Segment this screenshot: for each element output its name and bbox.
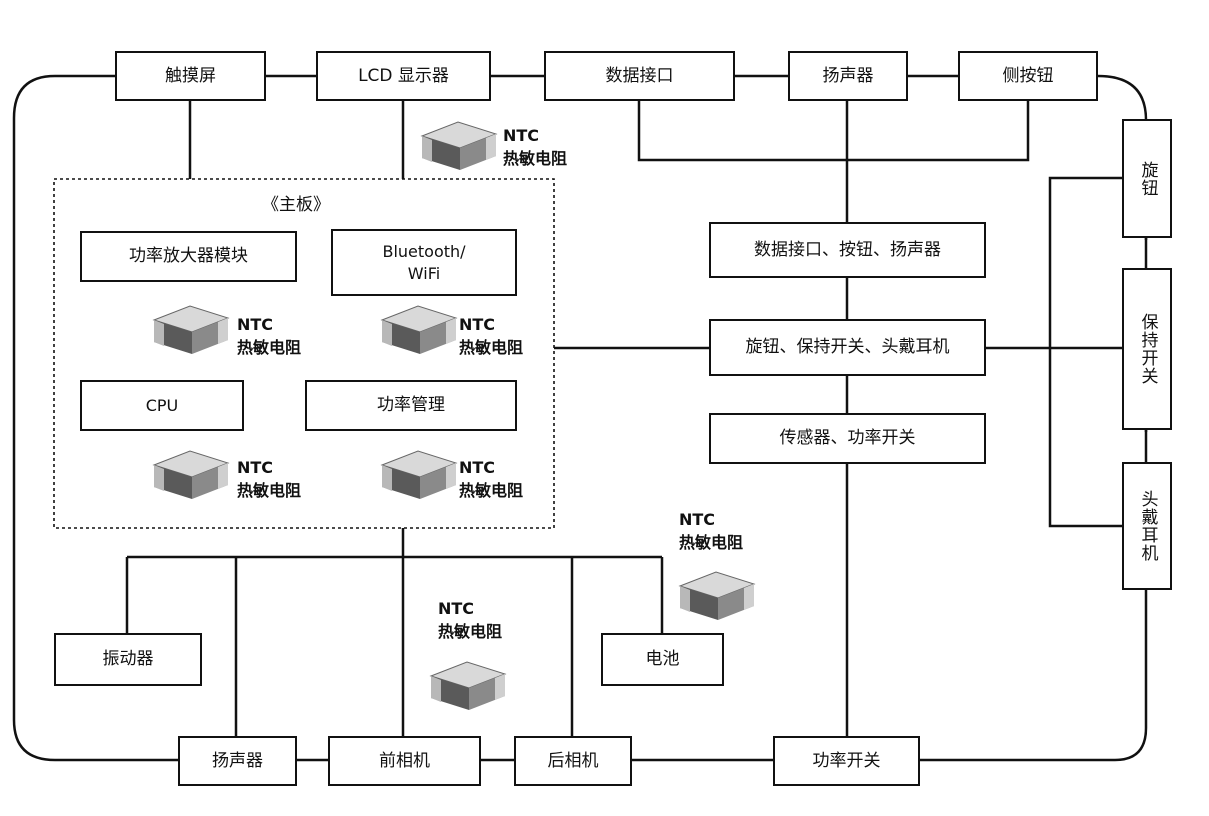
ntc-label-line2: 热敏电阻 [459, 338, 524, 358]
power-switch-box: 功率开关 [773, 736, 920, 786]
wifi-label: WiFi [407, 263, 441, 283]
ntc-label-line1: NTC [438, 599, 475, 618]
ntc-label-line1: NTC [459, 315, 496, 334]
vibrator-label: 振动器 [102, 649, 154, 670]
headphone-label: 头戴耳机 [1137, 490, 1158, 562]
vibrator-box: 振动器 [54, 633, 202, 686]
speaker-top-box: 扬声器 [788, 51, 908, 101]
front-camera-label: 前相机 [379, 750, 430, 771]
side-button-box: 侧按钮 [958, 51, 1098, 101]
side-button-label: 侧按钮 [1002, 65, 1054, 86]
ntc-label: NTC 热敏电阻 [237, 456, 301, 502]
hub-knob-hold-headphone-box: 旋钮、保持开关、头戴耳机 [709, 319, 986, 376]
power-switch-label: 功率开关 [812, 750, 881, 771]
touchscreen-box: 触摸屏 [115, 51, 266, 101]
ntc-chip-icon [380, 450, 458, 499]
ntc-label-line2: 热敏电阻 [459, 481, 524, 501]
mainboard-boundary [53, 178, 555, 529]
ntc-chip-icon [678, 571, 756, 620]
pa-module-box: 功率放大器模块 [80, 231, 297, 282]
hub-data-button-speaker-box: 数据接口、按钮、扬声器 [709, 222, 986, 278]
ntc-label-line1: NTC [237, 315, 274, 334]
cpu-box: CPU [80, 380, 244, 431]
knob-box: 旋钮 [1122, 119, 1172, 238]
mainboard-title: 《主板》 [262, 195, 330, 215]
ntc-chip-icon [152, 450, 230, 499]
hold-switch-label: 保持开关 [1137, 313, 1158, 385]
ntc-label-line1: NTC [503, 126, 540, 145]
speaker-bottom-box: 扬声器 [178, 736, 297, 786]
lcd-display-label: LCD 显示器 [358, 65, 449, 86]
data-port-box: 数据接口 [544, 51, 735, 101]
power-management-box: 功率管理 [305, 380, 517, 431]
hub-sensor-power-box: 传感器、功率开关 [709, 413, 986, 464]
hub-data-button-speaker-label: 数据接口、按钮、扬声器 [754, 239, 941, 260]
power-management-label: 功率管理 [377, 395, 445, 416]
ntc-label-line2: 热敏电阻 [237, 481, 302, 501]
pa-module-label: 功率放大器模块 [129, 246, 248, 267]
battery-box: 电池 [601, 633, 724, 686]
ntc-label: NTC 热敏电阻 [459, 313, 523, 359]
ntc-chip-icon [420, 121, 498, 170]
rear-camera-label: 后相机 [547, 750, 599, 771]
ntc-label: NTC 热敏电阻 [438, 597, 502, 643]
cpu-label: CPU [145, 395, 179, 415]
ntc-chip-icon [380, 305, 458, 354]
hub-knob-hold-headphone-label: 旋钮、保持开关、头戴耳机 [745, 337, 950, 358]
bluetooth-wifi-box: Bluetooth/ WiFi [331, 229, 517, 296]
knob-label: 旋钮 [1137, 160, 1158, 197]
speaker-bottom-label: 扬声器 [212, 750, 263, 771]
touchscreen-label: 触摸屏 [165, 65, 216, 86]
ntc-label-line1: NTC [679, 510, 716, 529]
rear-camera-box: 后相机 [514, 736, 632, 786]
ntc-label-line1: NTC [459, 458, 496, 477]
ntc-label: NTC 热敏电阻 [459, 456, 523, 502]
ntc-label-line2: 热敏电阻 [679, 533, 744, 553]
ntc-label-line1: NTC [237, 458, 274, 477]
hold-switch-box: 保持开关 [1122, 268, 1172, 430]
ntc-label-line2: 热敏电阻 [237, 338, 302, 358]
ntc-label: NTC 热敏电阻 [679, 508, 743, 554]
headphone-box: 头戴耳机 [1122, 462, 1172, 590]
ntc-label-line2: 热敏电阻 [503, 149, 568, 169]
battery-label: 电池 [645, 649, 680, 670]
hub-sensor-power-label: 传感器、功率开关 [779, 428, 916, 449]
ntc-label-line2: 热敏电阻 [438, 622, 503, 642]
data-port-label: 数据接口 [605, 65, 674, 86]
ntc-chip-icon [152, 305, 230, 354]
ntc-label: NTC 热敏电阻 [237, 313, 301, 359]
ntc-chip-icon [429, 661, 507, 710]
lcd-display-box: LCD 显示器 [316, 51, 491, 101]
ntc-label: NTC 热敏电阻 [503, 124, 567, 170]
speaker-top-label: 扬声器 [822, 65, 874, 86]
front-camera-box: 前相机 [328, 736, 481, 786]
bluetooth-label: Bluetooth/ [382, 241, 466, 261]
